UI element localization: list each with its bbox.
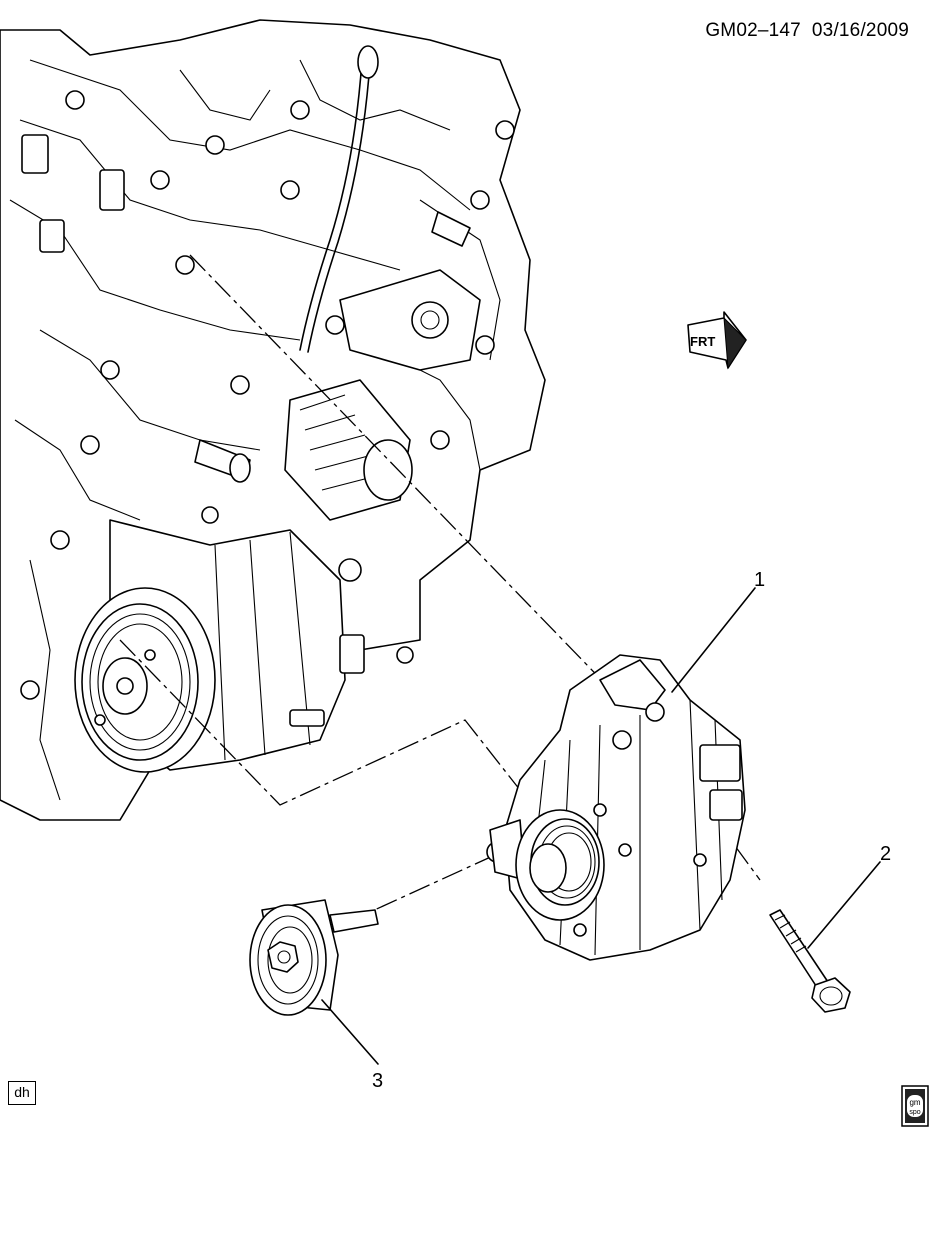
diagram-code: GM02–147 [705,20,801,41]
front-direction-arrow: FRT [687,311,747,370]
badge-spo: spo [909,1109,920,1116]
bolt [769,909,851,1013]
idler-pulley [249,899,379,1016]
callout-1: 1 [754,569,765,591]
front-label: FRT [690,334,715,349]
diagram-date: 03/16/2009 [811,20,909,41]
ac-compressor [74,519,365,773]
corner-tag: dh [8,1081,36,1105]
badge-gm: gm [909,1098,920,1107]
generator-assembly [486,654,746,961]
diagram-header: GM02–147 03/16/2009 [705,20,909,42]
gm-spo-badge: gm spo [901,1085,929,1127]
callout-2: 2 [880,843,891,865]
callout-3: 3 [372,1070,383,1092]
callouts: 1 2 3 [321,569,891,1092]
